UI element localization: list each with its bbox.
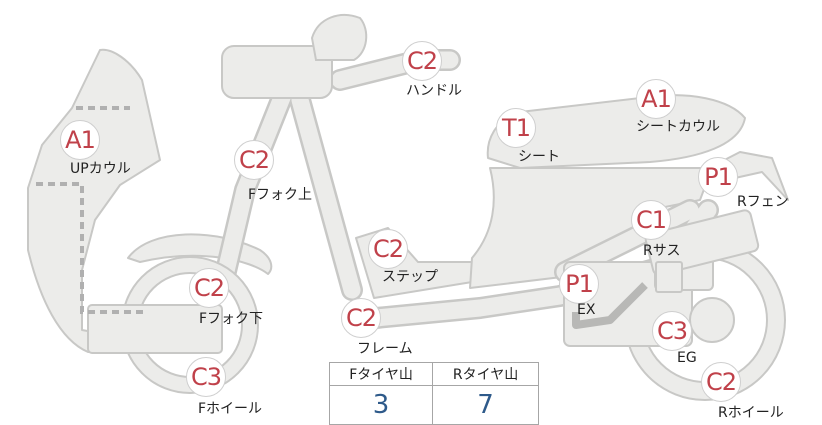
rear-shock <box>644 209 760 276</box>
r-suspension-label: Rサス <box>643 243 681 259</box>
f-fork-lower-code-marker: C2 <box>189 268 229 308</box>
up-cowl-label: UPカウル <box>70 161 131 177</box>
mirror <box>310 13 368 61</box>
r-tire-tread-value: 7 <box>432 385 539 425</box>
frame-label: フレーム <box>357 341 413 357</box>
r-tire-tread-header: Rタイヤ山 <box>432 362 539 386</box>
exhaust-label: EX <box>577 302 596 318</box>
headlight <box>221 45 333 99</box>
up-cowl-code: A1 <box>65 126 96 154</box>
f-tire-tread-header: Fタイヤ山 <box>328 362 434 386</box>
seat-cowl-code: A1 <box>641 85 672 113</box>
seat-code: T1 <box>502 114 531 142</box>
f-tire-tread-value: 3 <box>328 385 434 425</box>
r-wheel-label: Rホイール <box>718 405 784 421</box>
handle-code-marker: C2 <box>402 41 442 81</box>
f-fork-lower-label: Fフォク下 <box>199 311 264 327</box>
step-code: C2 <box>372 235 404 263</box>
f-fork-upper-code-marker: C2 <box>234 140 274 180</box>
handle-code: C2 <box>406 47 438 75</box>
seat-cowl-label: シートカウル <box>636 119 720 135</box>
r-fender-code: P1 <box>704 163 733 191</box>
r-wheel-code-marker: C2 <box>701 362 741 402</box>
frame-code: C2 <box>345 304 377 332</box>
engine-label: EG <box>677 350 697 366</box>
exhaust-code-marker: P1 <box>559 264 599 304</box>
exhaust-code: P1 <box>565 270 594 298</box>
tire-tread-table: Fタイヤ山 Rタイヤ山 3 7 <box>328 362 539 425</box>
up-cowl-code-marker: A1 <box>60 120 100 160</box>
seat-cowl-code-marker: A1 <box>636 79 676 119</box>
step-code-marker: C2 <box>368 229 408 269</box>
handle-label: ハンドル <box>406 83 462 99</box>
f-wheel-code-marker: C3 <box>186 357 226 397</box>
r-fender-code-marker: P1 <box>698 157 738 197</box>
r-wheel-code: C2 <box>705 368 737 396</box>
f-wheel-label: Fホイール <box>198 401 263 417</box>
seat-code-marker: T1 <box>496 108 536 148</box>
f-wheel-code: C3 <box>190 363 222 391</box>
f-fork-upper-code: C2 <box>238 146 270 174</box>
engine-code-marker: C3 <box>652 311 692 351</box>
frame-code-marker: C2 <box>341 298 381 338</box>
f-fork-upper-label: Fフォク上 <box>248 187 313 203</box>
f-fork-lower-code: C2 <box>193 274 225 302</box>
step-label: ステップ <box>382 269 438 285</box>
engine-code: C3 <box>656 317 688 345</box>
r-suspension-code-marker: C1 <box>631 200 671 240</box>
r-suspension-code: C1 <box>635 206 667 234</box>
r-fender-label: Rフェン <box>737 194 789 210</box>
seat-label: シート <box>518 149 560 165</box>
exhaust-pipe <box>572 282 648 329</box>
